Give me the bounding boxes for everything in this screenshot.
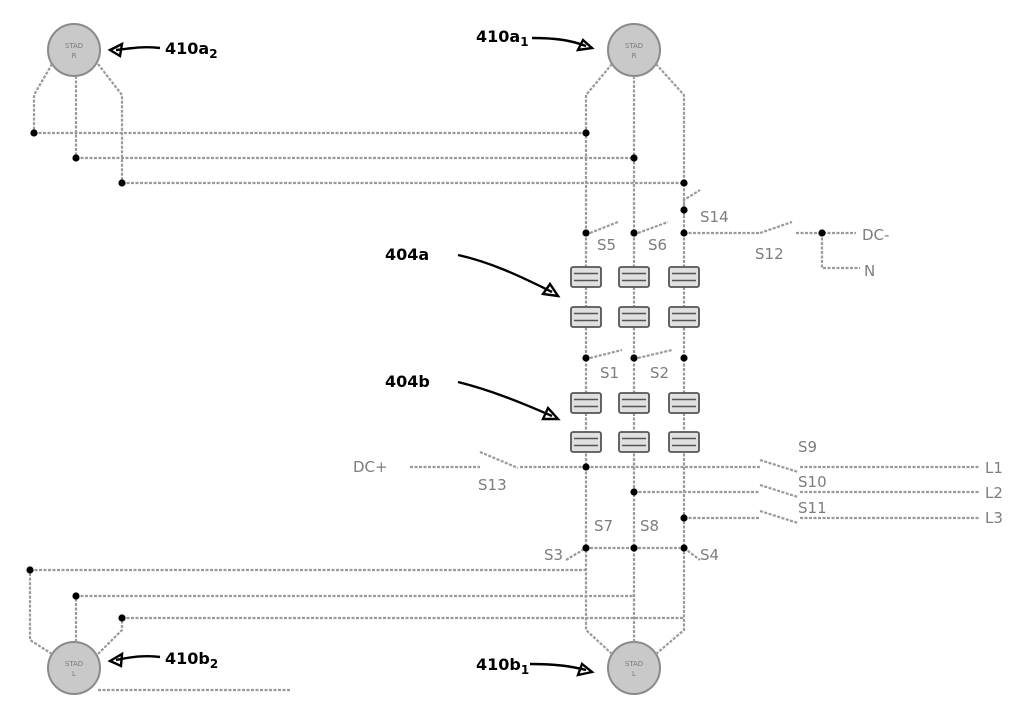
- ref-410a2: 410a2: [165, 39, 218, 61]
- label-s6: S6: [648, 236, 667, 254]
- label-s4: S4: [700, 546, 719, 564]
- top-bus-lines: [34, 131, 684, 185]
- converter-module: [570, 306, 602, 328]
- converter-module: [618, 266, 650, 288]
- motor-410a1-leads: [584, 63, 686, 233]
- label-s7: S7: [594, 517, 613, 535]
- junction-node: [680, 354, 688, 362]
- switch-s5: [589, 220, 619, 235]
- motor-410a2: STAD R: [47, 23, 101, 77]
- junction-nodes: [26, 129, 826, 622]
- motor-410b2-phase: L: [72, 670, 76, 678]
- junction-node: [680, 206, 688, 214]
- motor-410b1-label: STAD: [625, 660, 643, 668]
- ref-410b1: 410b1: [476, 655, 529, 677]
- junction-node: [630, 544, 638, 552]
- junction-node: [680, 229, 688, 237]
- dc-plus-branch: [410, 450, 586, 470]
- motor-410b1-leads: [584, 548, 686, 655]
- terminal-dc-minus: DC-: [862, 226, 889, 244]
- ref-404a: 404a: [385, 245, 429, 264]
- converter-modules: [570, 266, 700, 453]
- label-s3: S3: [544, 546, 563, 564]
- label-s12: S12: [755, 245, 784, 263]
- label-s2: S2: [650, 364, 669, 382]
- junction-node: [118, 614, 126, 622]
- switch-s2: [637, 348, 673, 360]
- motor-410a1: STAD R: [607, 23, 661, 77]
- label-s13: S13: [478, 476, 507, 494]
- converter-module: [570, 431, 602, 453]
- terminal-dc-plus: DC+: [353, 458, 388, 476]
- junction-node: [26, 566, 34, 574]
- junction-node: [72, 592, 80, 600]
- junction-node: [818, 229, 826, 237]
- ref-arrows: [107, 36, 595, 677]
- motor-410a2-leads: [32, 63, 124, 183]
- junction-node: [582, 229, 590, 237]
- motor-410a2-label: STAD: [65, 42, 83, 50]
- converter-module: [668, 266, 700, 288]
- motor-410a1-label: STAD: [625, 42, 643, 50]
- switch-s1: [589, 348, 623, 360]
- motor-410b2-label: STAD: [65, 660, 83, 668]
- label-s9: S9: [798, 438, 817, 456]
- junction-node: [630, 488, 638, 496]
- junction-node: [680, 514, 688, 522]
- junction-node: [582, 129, 590, 137]
- label-s1: S1: [600, 364, 619, 382]
- ref-404b: 404b: [385, 372, 430, 391]
- junction-node: [582, 463, 590, 471]
- converter-module: [618, 392, 650, 414]
- junction-node: [630, 154, 638, 162]
- ref-410a1: 410a1: [476, 27, 529, 49]
- terminal-neutral: N: [864, 262, 875, 280]
- junction-node: [30, 129, 38, 137]
- dc-minus-branch: [684, 220, 860, 270]
- motor-410b1-phase: L: [632, 670, 636, 678]
- converter-module: [570, 266, 602, 288]
- switch-s3: [565, 547, 587, 561]
- ref-410b2: 410b2: [165, 649, 218, 671]
- output-lines: [586, 458, 980, 525]
- junction-node: [72, 154, 80, 162]
- motor-410a1-phase: R: [632, 52, 637, 60]
- label-s10: S10: [798, 473, 827, 491]
- label-s8: S8: [640, 517, 659, 535]
- converter-module: [618, 431, 650, 453]
- label-s5: S5: [597, 236, 616, 254]
- junction-node: [582, 544, 590, 552]
- converter-module: [668, 392, 700, 414]
- junction-node: [630, 229, 638, 237]
- junction-node: [630, 354, 638, 362]
- junction-node: [118, 179, 126, 187]
- terminal-l3: L3: [985, 509, 1003, 527]
- label-s14: S14: [700, 208, 729, 226]
- converter-module: [570, 392, 602, 414]
- switch-s4: [683, 547, 701, 561]
- converter-module: [618, 306, 650, 328]
- junction-node: [582, 354, 590, 362]
- terminal-l1: L1: [985, 459, 1003, 477]
- junction-node: [680, 179, 688, 187]
- motor-410b2-leads: [28, 570, 290, 692]
- label-s11: S11: [798, 499, 827, 517]
- converter-module: [668, 306, 700, 328]
- converter-module: [668, 431, 700, 453]
- terminal-l2: L2: [985, 484, 1003, 502]
- motor-410b2: STAD L: [47, 641, 101, 695]
- motor-410b1: STAD L: [607, 641, 661, 695]
- motor-410a2-phase: R: [72, 52, 77, 60]
- junction-node: [680, 544, 688, 552]
- switch-s6: [637, 220, 669, 235]
- bottom-bus-lines: [30, 568, 684, 620]
